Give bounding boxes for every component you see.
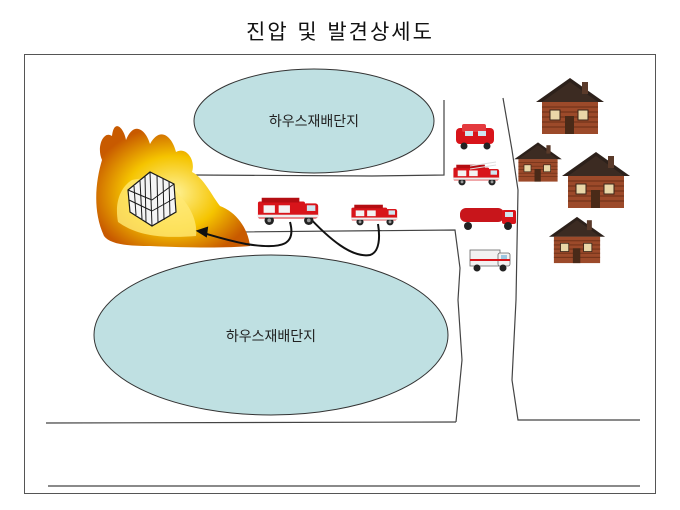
hose-arrowhead <box>195 226 209 238</box>
log-cabin-icon <box>561 151 631 209</box>
road-lower-edge <box>232 229 463 423</box>
road-bottom-edge <box>45 421 457 424</box>
tanker-truck-icon <box>460 208 516 230</box>
zone-lower: 하우스재배단지 <box>93 254 449 416</box>
log-cabin-icon <box>535 77 605 135</box>
ambulance-icon <box>469 249 511 272</box>
road-lines <box>45 97 640 487</box>
diagram-title: 진압 및 발견상세도 <box>246 20 434 44</box>
diagram-frame <box>24 54 656 494</box>
log-cabin-icon <box>548 216 606 264</box>
fire-truck-icon <box>257 197 319 226</box>
command-car-icon <box>456 124 494 150</box>
hose-lines <box>195 213 380 257</box>
road-right-edge <box>502 97 640 421</box>
zone-lower-label: 하우스재배단지 <box>226 329 316 345</box>
road-upper-edge <box>194 100 445 177</box>
greenhouse-on-fire-icon <box>96 126 250 248</box>
ladder-truck-icon <box>453 161 500 186</box>
hose-line-1 <box>199 221 293 248</box>
hose-line-2 <box>305 213 380 257</box>
zone-upper: 하우스재배단지 <box>193 68 435 174</box>
log-cabin-icon <box>513 142 563 182</box>
pumper-truck-icon <box>351 204 398 226</box>
zone-upper-label: 하우스재배단지 <box>269 114 359 130</box>
